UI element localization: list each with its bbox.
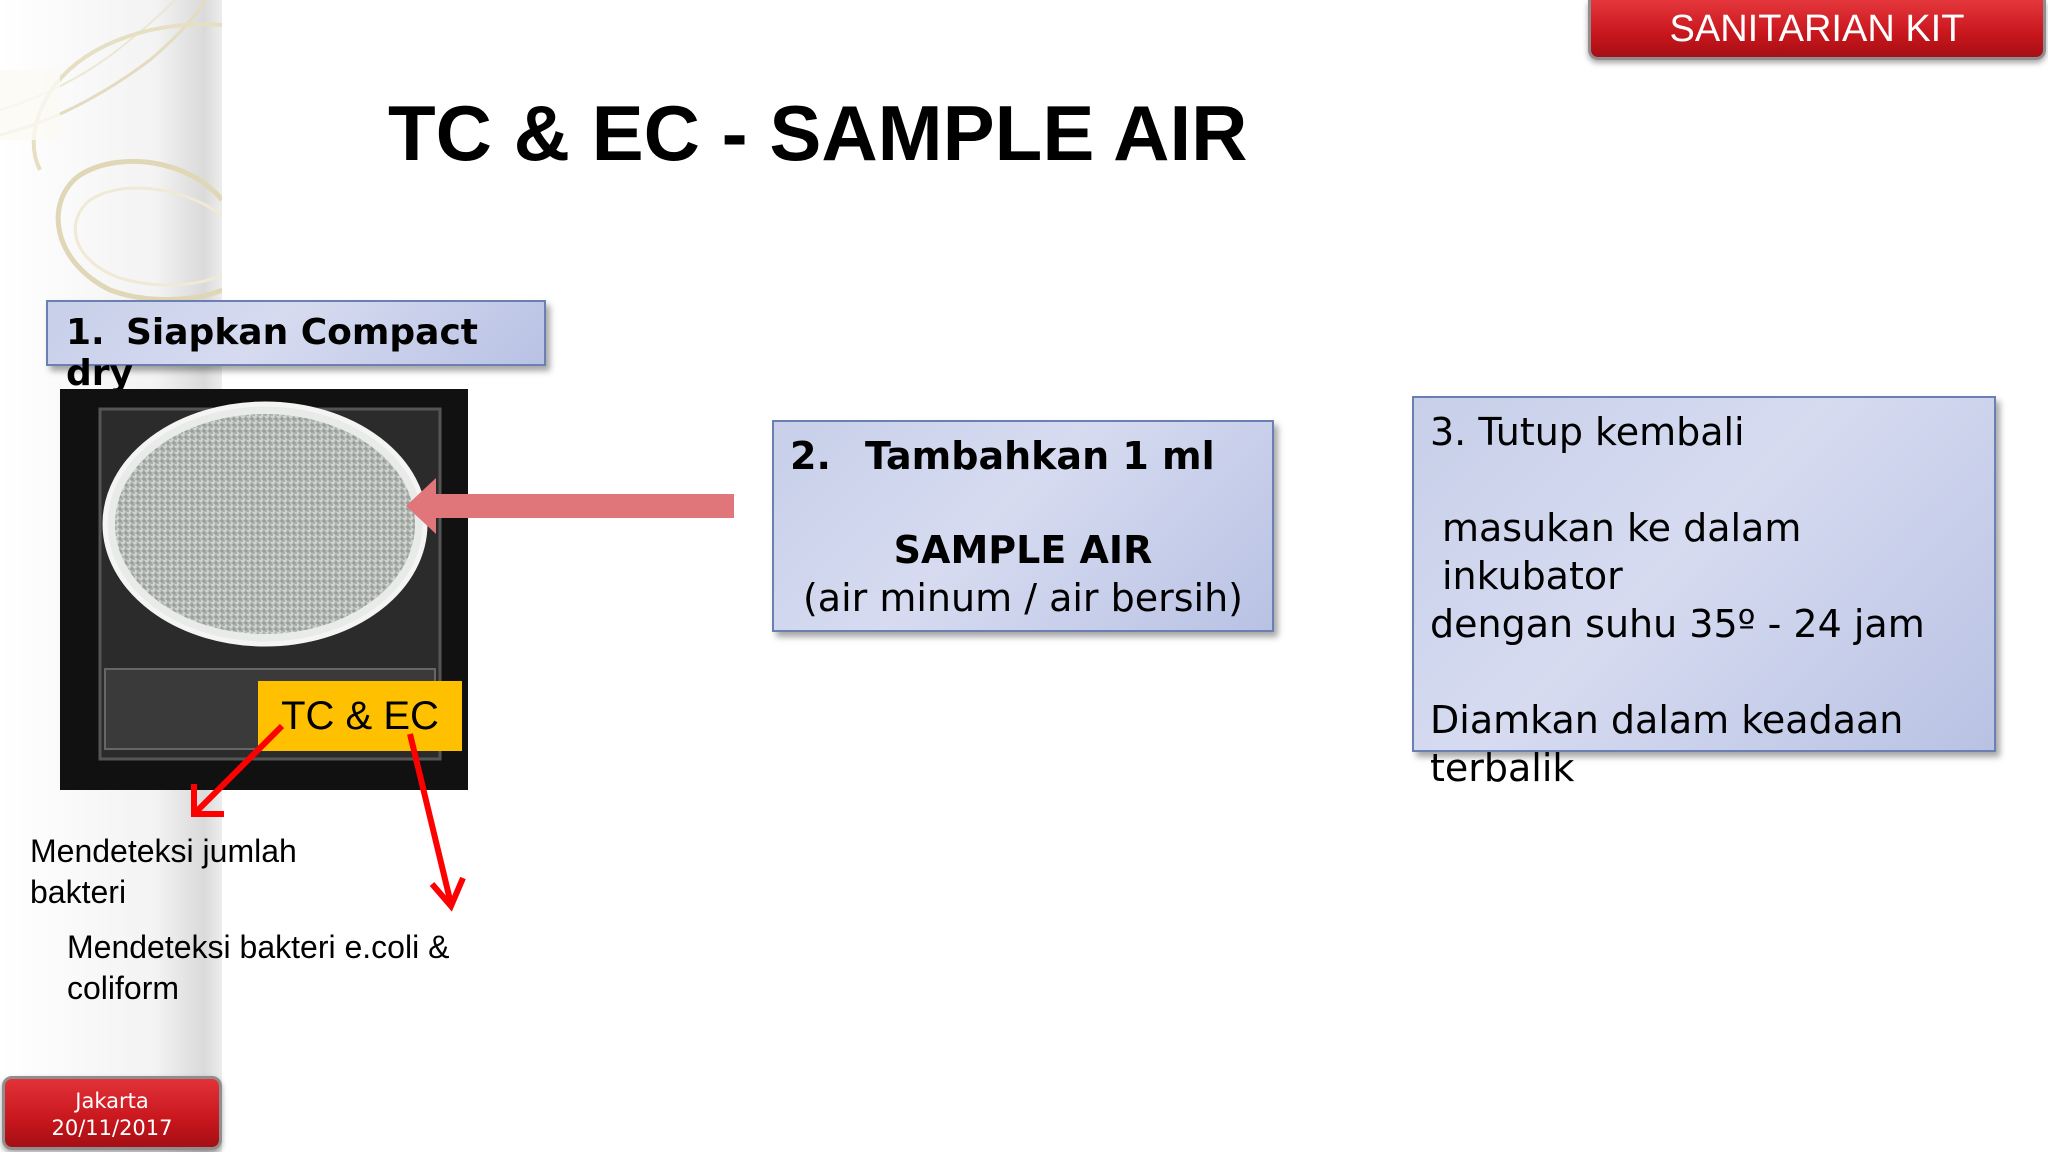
red-arrow-right-icon bbox=[407, 733, 466, 912]
step-3-line-5: terbalik bbox=[1430, 746, 1575, 790]
pink-arrow-icon bbox=[406, 478, 734, 534]
footer-date: 20/11/2017 bbox=[51, 1116, 173, 1140]
red-arrow-left-icon bbox=[191, 723, 285, 817]
note-total-bacteria-line-2: bakteri bbox=[30, 874, 127, 910]
step-3-box: 3. Tutup kembali masukan ke dalam inkuba… bbox=[1412, 396, 1996, 790]
note-total-bacteria-line-1: Mendeteksi jumlah bbox=[30, 833, 297, 869]
compact-dry-plate-icon bbox=[98, 401, 442, 761]
step-3-line-3: dengan suhu 35º - 24 jam bbox=[1430, 602, 1925, 646]
tc-ec-tag: TC & EC bbox=[258, 681, 462, 751]
step-1-number: 1. bbox=[66, 312, 105, 353]
compact-dry-photo: TC & EC bbox=[60, 389, 468, 790]
step-2-sample-type: (air minum / air bersih) bbox=[802, 576, 1244, 620]
step-3-title: 3. Tutup kembali bbox=[1430, 410, 1745, 454]
note-ecoli-coliform-line-2: coliform bbox=[67, 970, 180, 1006]
step-3-line-4: Diamkan dalam keadaan bbox=[1430, 698, 1904, 742]
step-1-box: 1.Siapkan Compact dry bbox=[46, 300, 546, 394]
note-ecoli-coliform-line-1: Mendeteksi bakteri e.coli & bbox=[67, 929, 450, 965]
note-total-bacteria: Mendeteksi jumlah bakteri bbox=[30, 831, 297, 913]
step-2-box: 2. Tambahkan 1 ml SAMPLE AIR (air minum /… bbox=[772, 420, 1274, 632]
step-3-line-2: masukan ke dalam inkubator bbox=[1442, 506, 1802, 598]
footer-city: Jakarta bbox=[75, 1089, 149, 1113]
note-ecoli-coliform: Mendeteksi bakteri e.coli & coliform bbox=[67, 927, 449, 1009]
step-2-sample: SAMPLE AIR bbox=[893, 528, 1153, 572]
step-1-label: Siapkan Compact dry bbox=[66, 312, 479, 394]
location-date-badge: Jakarta 20/11/2017 bbox=[2, 1076, 222, 1150]
sanitarian-kit-badge: SANITARIAN KIT bbox=[1588, 0, 2046, 60]
page-title: TC & EC - SAMPLE AIR bbox=[388, 89, 1248, 177]
step-2-number: 2. bbox=[790, 434, 831, 478]
decorative-swirl-icon bbox=[0, 0, 222, 302]
step-2-label: Tambahkan 1 ml bbox=[865, 434, 1215, 478]
